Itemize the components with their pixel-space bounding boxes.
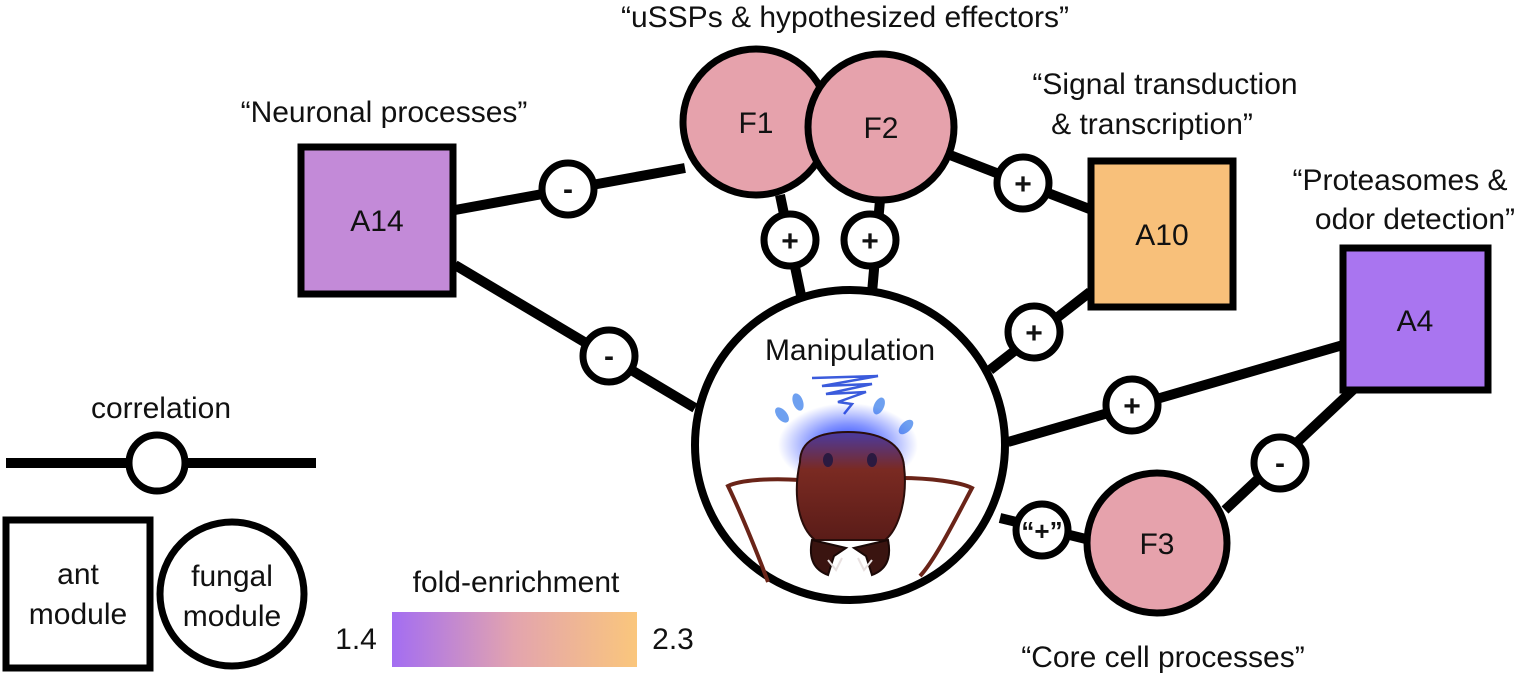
annotation-a4-line2: odor detection”: [1315, 203, 1515, 236]
sign-f2-center: +: [840, 210, 900, 270]
node-a4-label: A4: [1397, 305, 1434, 338]
sign-a10-center-text: +: [1025, 317, 1043, 350]
legend-ant-line2: module: [29, 598, 127, 631]
node-a14[interactable]: A14: [297, 143, 457, 298]
annotation-a14: “Neuronal processes”: [241, 96, 528, 129]
sign-a14-center: -: [579, 326, 639, 386]
node-f2[interactable]: F2: [804, 50, 958, 204]
annotation-a4-line1: “Proteasomes &: [1292, 164, 1507, 197]
sign-f2-a10: +: [993, 153, 1053, 213]
node-f3-label: F3: [1139, 528, 1174, 561]
sign-f3-center-text: “+”: [1021, 516, 1062, 546]
node-a10[interactable]: A10: [1087, 157, 1237, 311]
annotation-a10-line1: “Signal transduction: [1032, 68, 1297, 101]
sign-a14-f1: -: [538, 159, 598, 219]
legend-fold-gradient-bar: [392, 612, 637, 667]
sign-a4-f3: -: [1250, 433, 1310, 493]
legend-ant-module-box: [2, 516, 154, 672]
legend-fungal-module-circle: [156, 518, 308, 670]
legend-correlation-circle: [125, 431, 189, 495]
sign-f1-center-text: +: [781, 225, 799, 258]
sign-f1-center: +: [760, 210, 820, 270]
annotation-f1f2: “uSSPs & hypothesized effectors”: [621, 1, 1069, 34]
legend-fold-title: fold-enrichment: [413, 566, 620, 599]
sign-a4-center: +: [1102, 375, 1162, 435]
legend: correlation ant module fungal module fol…: [2, 392, 694, 672]
legend-ant-line1: ant: [57, 558, 99, 591]
annotation-f3: “Core cell processes”: [1021, 641, 1304, 674]
node-f3[interactable]: F3: [1083, 469, 1231, 617]
sign-a10-center: +: [1004, 302, 1064, 362]
node-a14-label: A14: [350, 205, 403, 238]
node-manipulation-label: Manipulation: [765, 334, 935, 367]
node-a4[interactable]: A4: [1339, 244, 1492, 394]
sign-f3-center: “+”: [1012, 500, 1072, 560]
legend-fold-min: 1.4: [335, 623, 377, 656]
node-f1-label: F1: [738, 107, 773, 140]
annotation-a10-line2: & transcription”: [1051, 108, 1253, 141]
sign-a4-center-text: +: [1123, 390, 1141, 423]
legend-correlation-label: correlation: [91, 392, 231, 425]
sign-a4-f3-text: -: [1275, 447, 1285, 480]
sign-f2-a10-text: +: [1014, 168, 1032, 201]
sign-a14-f1-text: -: [563, 173, 573, 206]
edge-a14-center: [452, 260, 698, 413]
legend-fungal-line2: module: [183, 600, 281, 633]
legend-fold-max: 2.3: [652, 623, 694, 656]
sign-f2-center-text: +: [861, 225, 879, 258]
node-manipulation[interactable]: Manipulation: [691, 286, 1009, 604]
node-a10-label: A10: [1135, 219, 1188, 252]
ant-head-icon: [725, 374, 975, 583]
edge-a4-center: [1006, 340, 1345, 447]
sign-a14-center-text: -: [604, 340, 614, 373]
legend-fungal-line1: fungal: [191, 560, 273, 593]
node-f2-label: F2: [863, 112, 898, 145]
